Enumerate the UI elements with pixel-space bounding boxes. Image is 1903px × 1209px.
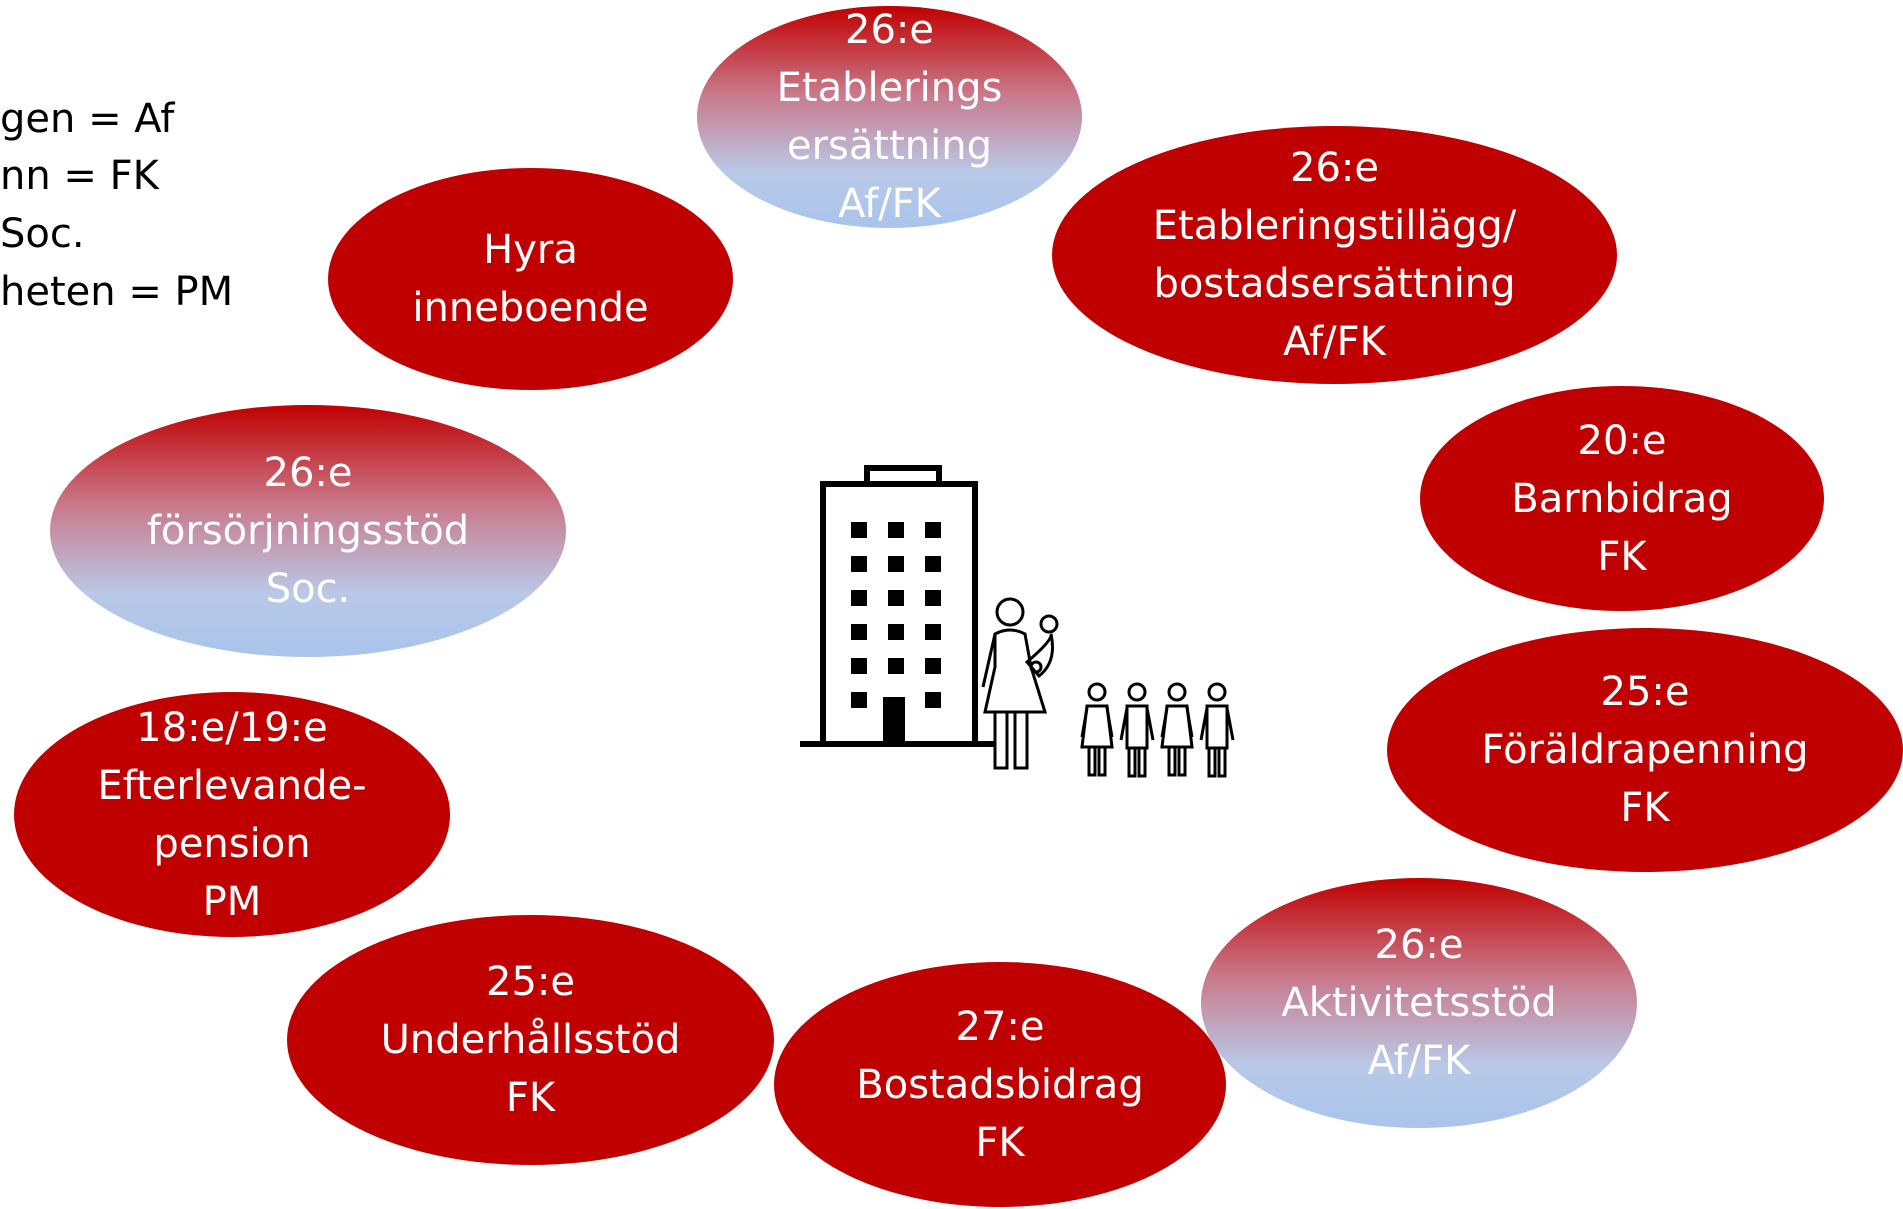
bubble-foraldrapenning-agency: FK: [1620, 785, 1670, 831]
bubble-efterlevandepension-title-2: pension: [153, 820, 311, 867]
bubble-etableringstillagg-title-1: Etableringstillägg/: [1152, 203, 1517, 249]
bubble-hyra-title-2: inneboende: [412, 285, 649, 331]
bubble-forsorjningsstod-day: 26:e: [263, 450, 353, 496]
bubble-underhallsstod-title: Underhållsstöd: [380, 1017, 681, 1063]
bubble-etableringstillagg-day: 26:e: [1290, 145, 1379, 191]
bubble-aktivitetsstod-day: 26:e: [1374, 922, 1464, 968]
bubble-etableringsersattning-day: 26:e: [845, 7, 934, 53]
bubble-efterlevandepension: 18:e/19:e Efterlevande- pension PM: [14, 692, 450, 937]
household-illustration: [800, 465, 1235, 778]
bubble-etableringsersattning-agency: Af/FK: [838, 181, 941, 227]
legend-line-fk: nn = FK: [0, 153, 159, 199]
bubble-aktivitetsstod-title: Aktivitetsstöd: [1281, 980, 1557, 1026]
bubble-foraldrapenning: 25:e Föräldrapenning FK: [1387, 628, 1903, 872]
legend-line-soc: Soc.: [0, 211, 85, 257]
bubble-barnbidrag-day: 20:e: [1577, 417, 1667, 464]
bubble-etableringstillagg-agency: Af/FK: [1283, 319, 1386, 365]
bubble-forsorjningsstod-agency: Soc.: [265, 566, 351, 612]
bubble-etableringstillagg-title-2: bostadsersättning: [1153, 261, 1516, 307]
bubble-efterlevandepension-title-1: Efterlevande-: [97, 762, 367, 809]
children-group-icon: [1080, 682, 1235, 778]
bubble-forsorjningsstod-title: försörjningsstöd: [146, 508, 470, 554]
bubble-underhallsstod: 25:e Underhållsstöd FK: [287, 915, 774, 1165]
bubble-efterlevandepension-day: 18:e/19:e: [136, 704, 328, 751]
bubble-bostadsbidrag-title: Bostadsbidrag: [856, 1061, 1144, 1108]
bubble-barnbidrag-title: Barnbidrag: [1511, 475, 1733, 522]
bubble-bostadsbidrag-day: 27:e: [955, 1003, 1045, 1050]
bubble-bostadsbidrag-agency: FK: [975, 1119, 1025, 1166]
bubble-foraldrapenning-title: Föräldrapenning: [1481, 727, 1809, 773]
bubble-underhallsstod-agency: FK: [505, 1075, 556, 1121]
bubble-aktivitetsstod-agency: Af/FK: [1367, 1038, 1471, 1084]
bubble-efterlevandepension-agency: PM: [202, 878, 262, 925]
legend-line-pm: heten = PM: [0, 269, 234, 315]
apartment-building-icon: [800, 465, 995, 747]
bubble-hyra: Hyra inneboende: [328, 168, 733, 390]
building-windows: [851, 522, 941, 708]
bubble-barnbidrag: 20:e Barnbidrag FK: [1420, 386, 1824, 611]
bubble-etableringsersattning-title-2: ersättning: [787, 123, 992, 169]
bubble-aktivitetsstod: 26:e Aktivitetsstöd Af/FK: [1201, 878, 1637, 1128]
bubble-barnbidrag-agency: FK: [1597, 533, 1647, 580]
bubble-etableringsersattning-title-1: Etablerings: [776, 65, 1003, 111]
bubble-etableringstillagg: 26:e Etableringstillägg/ bostadsersättni…: [1052, 126, 1617, 384]
bubble-hyra-title-1: Hyra: [483, 227, 578, 273]
bubble-etableringsersattning: 26:e Etablerings ersättning Af/FK: [697, 6, 1082, 228]
bubble-underhallsstod-day: 25:e: [486, 959, 575, 1005]
legend-line-af: gen = Af: [0, 96, 175, 142]
bubble-foraldrapenning-day: 25:e: [1600, 669, 1690, 715]
mother-with-baby-icon: [981, 597, 1059, 770]
bubble-bostadsbidrag: 27:e Bostadsbidrag FK: [774, 962, 1226, 1207]
bubble-forsorjningsstod: 26:e försörjningsstöd Soc.: [50, 405, 566, 657]
